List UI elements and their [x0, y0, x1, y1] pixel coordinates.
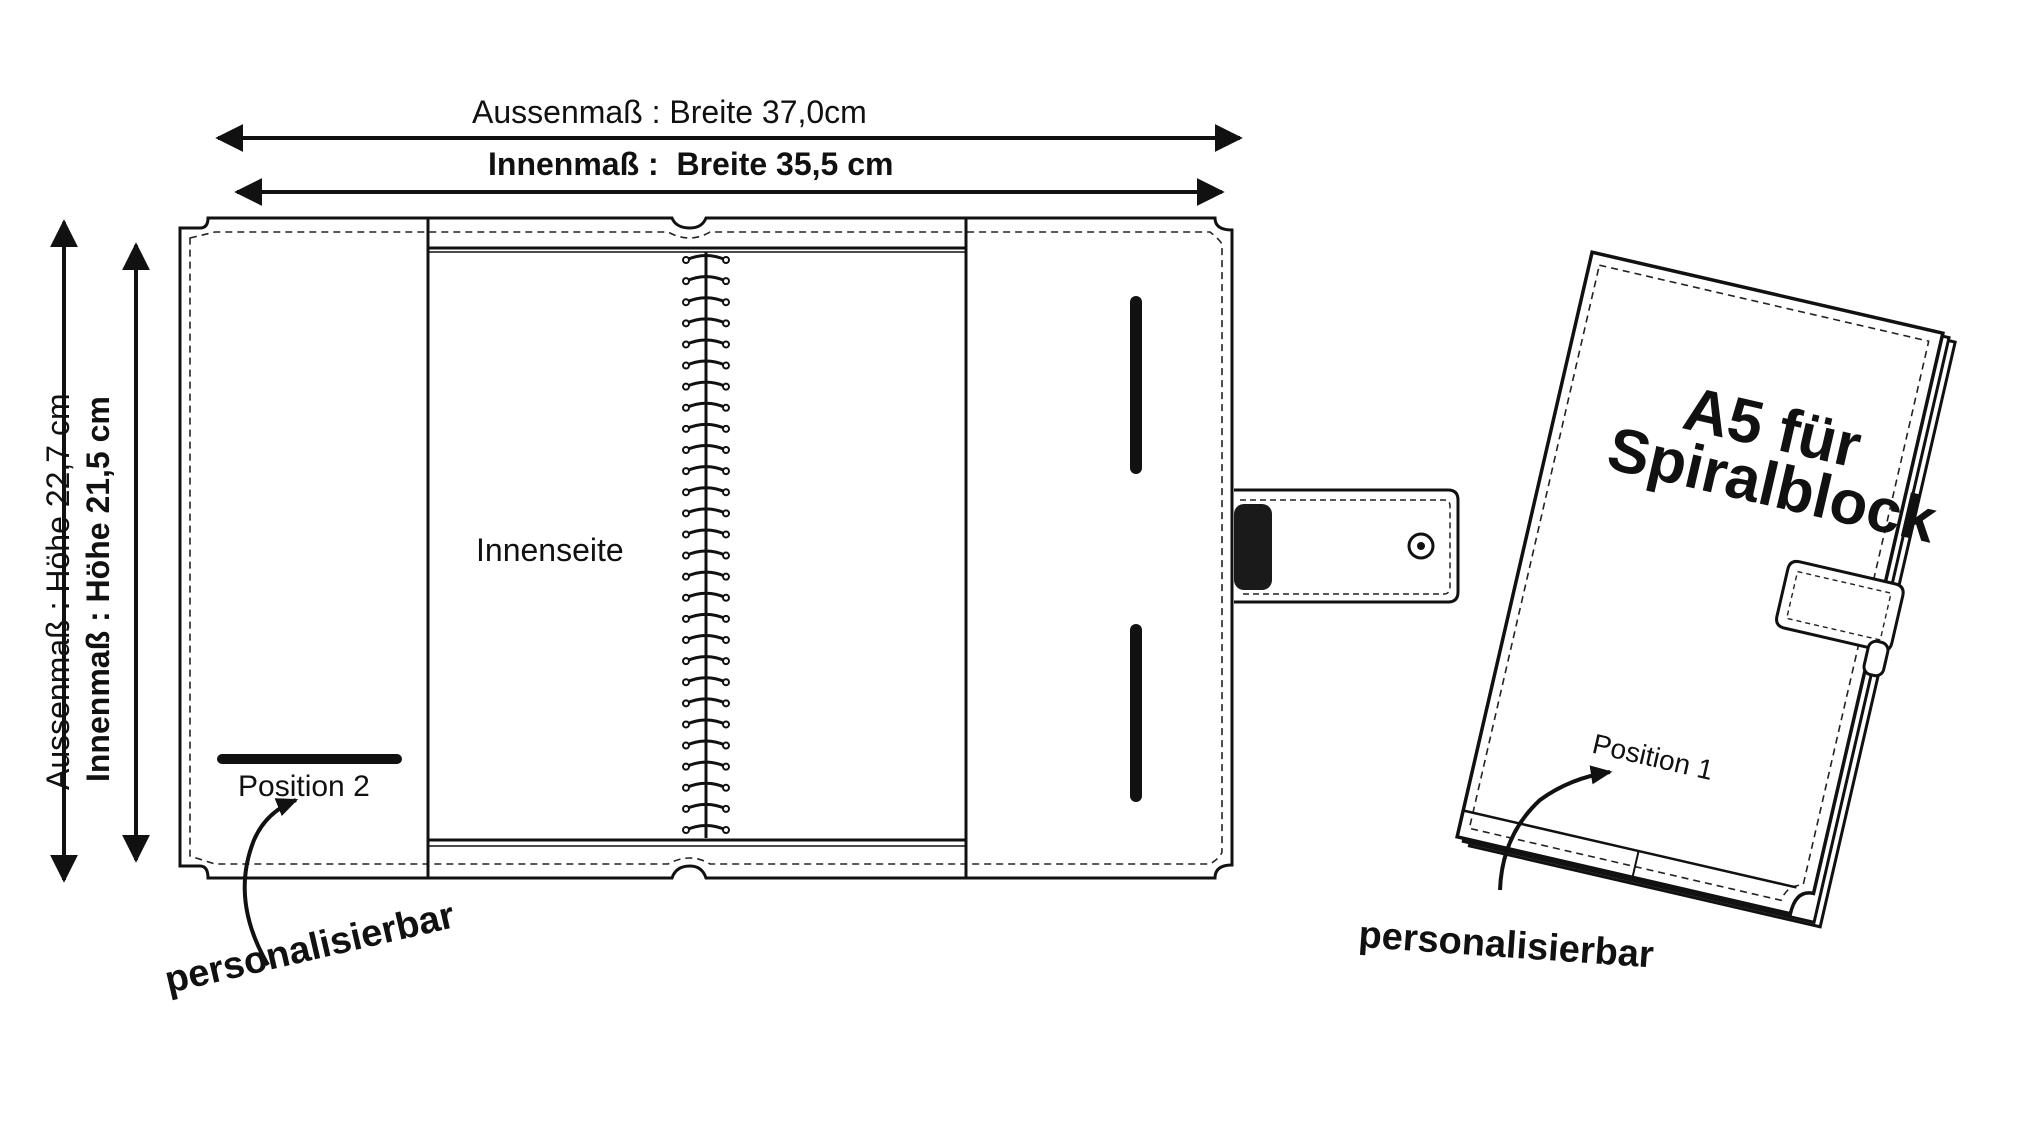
spiral-hole — [722, 804, 730, 813]
spiral-hole — [722, 340, 730, 349]
outer-height-label: Aussenmaß : Höhe 22,7 cm — [40, 393, 76, 790]
spiral-hole — [682, 382, 690, 391]
closed-clasp — [1775, 559, 1905, 678]
spiral-hole — [682, 551, 690, 560]
spiral-hole — [682, 741, 690, 750]
spiral-hole — [722, 551, 730, 560]
spiral-hole — [682, 826, 690, 834]
spiral-hole — [682, 636, 690, 644]
spiral-hole — [682, 467, 690, 476]
spiral-hole — [722, 783, 730, 792]
spiral-hole — [682, 319, 690, 328]
open-folder-stitching — [189, 231, 1223, 865]
spiral-hole — [722, 762, 730, 771]
spiral-hole — [682, 657, 690, 666]
position-1-arrow — [1498, 765, 1613, 891]
spiral-hole — [722, 530, 730, 539]
position-2-bar — [217, 754, 402, 764]
spiral-hole — [722, 657, 730, 666]
position-2-label: Position 2 — [238, 770, 370, 803]
spiral-hole — [682, 509, 690, 518]
spiral-hole — [682, 614, 690, 623]
spiral-hole — [722, 741, 730, 750]
spiral-hole — [722, 720, 730, 729]
spiral-hole — [682, 699, 690, 708]
spiral-hole — [682, 804, 690, 813]
spiral-hole — [682, 340, 690, 349]
spiral-hole — [682, 361, 690, 370]
inner-page-label: Innenseite — [476, 532, 624, 568]
spiral-hole — [682, 593, 690, 602]
spiral-hole — [722, 614, 730, 623]
spiral-hole — [722, 424, 730, 433]
spiral-hole — [722, 361, 730, 370]
spiral-hole — [682, 403, 690, 412]
spiral-hole — [682, 277, 690, 286]
spiral-hole — [682, 424, 690, 433]
open-folder — [178, 216, 1460, 967]
spiral-hole — [722, 826, 730, 834]
spiral-hole — [682, 530, 690, 539]
inner-width-label: Innenmaß : Breite 35,5 cm — [488, 146, 894, 182]
spiral-hole — [722, 319, 730, 328]
spiral-hole — [682, 762, 690, 771]
spiral-hole — [722, 298, 730, 307]
spiral-hole — [722, 488, 730, 497]
spiral-hole — [722, 572, 730, 581]
pen-loop-bottom — [1130, 624, 1142, 802]
spiral-hole — [682, 256, 690, 264]
spiral-hole — [722, 446, 730, 454]
spiral-hole — [682, 446, 690, 454]
spiral-hole — [722, 678, 730, 687]
position-2-arrow — [242, 798, 299, 967]
spiral-hole — [682, 720, 690, 729]
spiral-hole — [722, 403, 730, 412]
closed-folder-cover — [1455, 250, 1945, 916]
spiral-hole — [682, 488, 690, 497]
spiral-hole — [722, 636, 730, 644]
spiral-hole — [722, 277, 730, 286]
spiral-hole — [722, 382, 730, 391]
closed-folder — [1455, 250, 1957, 929]
spiral-hole — [682, 298, 690, 307]
spiral-hole — [722, 699, 730, 708]
inner-height-label: Innenmaß : Höhe 21,5 cm — [80, 396, 116, 782]
spiral-hole — [722, 509, 730, 518]
clasp-tab — [1234, 488, 1460, 604]
outer-width-label: Aussenmaß : Breite 37,0cm — [472, 94, 867, 130]
spiral-hole — [722, 467, 730, 476]
spiral-hole — [682, 678, 690, 687]
spiral-hole — [722, 256, 730, 264]
pen-loop-top — [1130, 296, 1142, 474]
spiral-hole — [682, 783, 690, 792]
spiral-hole — [722, 593, 730, 602]
spiral-hole — [682, 572, 690, 581]
spiral-binding — [682, 252, 730, 838]
